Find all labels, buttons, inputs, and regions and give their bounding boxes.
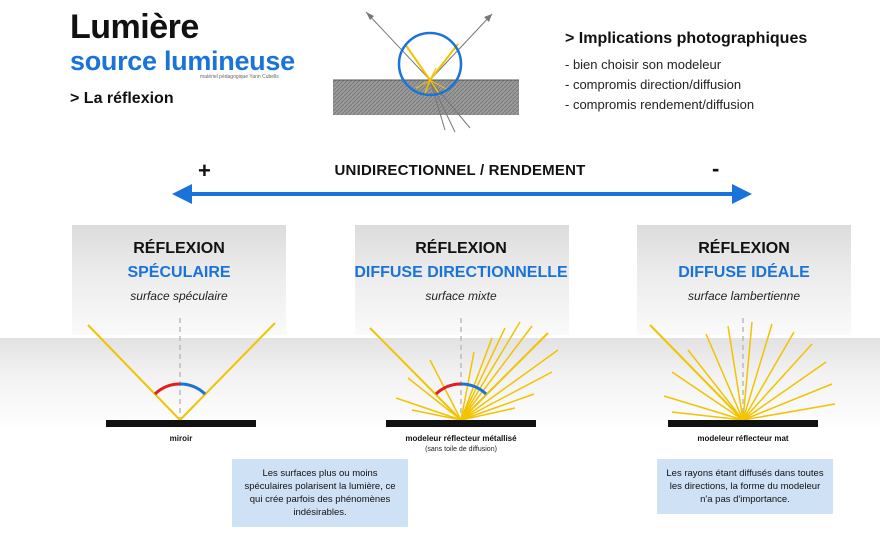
panel-directional-heading: RÉFLEXION (415, 240, 507, 257)
implication-item: - compromis rendement/diffusion (565, 97, 755, 112)
panel-ideal-surface: surface lambertienne (687, 289, 801, 303)
implications-title: > Implications photographiques (565, 30, 808, 47)
panel-directional-type: DIFFUSE DIRECTIONNELLE (354, 264, 568, 281)
page-subtitle: source lumineuse (70, 46, 295, 76)
section-heading: > La réflexion (70, 90, 174, 107)
note-polarization: Les surfaces plus ou moins spéculaires p… (232, 459, 408, 527)
panel-directional-surface: surface mixte (425, 289, 497, 303)
axis-minus-sign: - (712, 156, 720, 181)
panel-specular-heading: RÉFLEXION (133, 240, 225, 257)
panel-specular-bg (72, 225, 286, 335)
panel-specular-type: SPÉCULAIRE (127, 264, 231, 281)
implication-item: - compromis direction/diffusion (565, 77, 742, 92)
floor-band (0, 338, 880, 430)
axis-plus-sign: + (198, 158, 211, 183)
magnifier-circle (397, 31, 463, 97)
material-block (333, 80, 519, 115)
caption-matte-reflector: modeleur réflecteur mat (697, 434, 789, 443)
panel-ideal-type: DIFFUSE IDÉALE (678, 264, 810, 281)
panel-ideal-bg (637, 225, 851, 335)
caption-metallic-reflector-sub: (sans toile de diffusion) (425, 446, 497, 453)
implication-item: - bien choisir son modeleur (565, 57, 722, 72)
caption-mirror: miroir (169, 434, 193, 443)
page-title: Lumière (70, 8, 199, 46)
axis-label: UNIDIRECTIONNEL / RENDEMENT (334, 162, 586, 179)
caption-metallic-reflector: modeleur réflecteur métallisé (405, 434, 517, 443)
implications-list: - bien choisir son modeleur - compromis … (565, 55, 754, 115)
credit-text: matériel pédagogique Yann Cubells (200, 74, 279, 80)
panel-ideal-heading: RÉFLEXION (698, 240, 790, 257)
panel-directional-bg (355, 225, 569, 335)
note-diffusion: Les rayons étant diffusés dans toutes le… (657, 459, 833, 514)
panel-specular-surface: surface spéculaire (130, 289, 228, 303)
